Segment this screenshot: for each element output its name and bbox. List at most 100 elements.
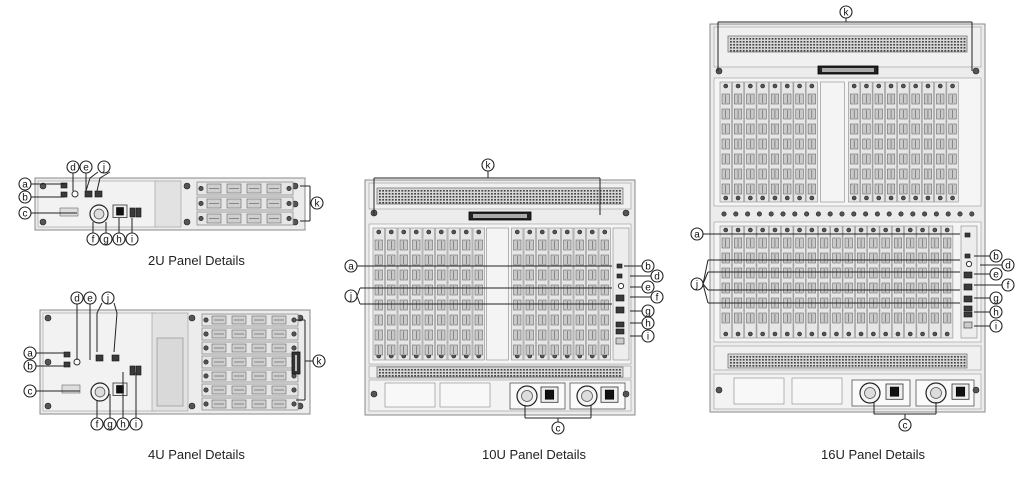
io-card [768,225,782,339]
caption-10u: 10U Panel Details [482,447,587,462]
screw [291,373,297,379]
callout-circle [90,417,104,431]
callout-circle [690,277,704,291]
blank-plate [439,382,491,408]
callout-circle [99,232,113,246]
callout-label-i: i [647,332,649,343]
usb-port [129,207,136,218]
center-divider [820,81,845,203]
blank-plate [154,180,182,228]
callout-label-a: a [694,230,700,241]
usb-port [135,207,142,218]
blank-plate [384,382,436,408]
control-strip [960,225,978,339]
screw [907,331,913,337]
network-port [95,354,104,362]
callout-label-d: d [654,272,660,283]
callout-label-k: k [317,357,323,368]
serial-port [61,384,81,394]
callout-label-i: i [135,420,137,431]
io-card [904,225,917,339]
usb-port [963,311,973,318]
screw [589,229,595,235]
callout-circle [66,160,80,174]
serial-port [615,337,625,345]
callout-circle [898,418,912,432]
screw [514,229,520,235]
screw [937,195,943,201]
callout-label-j: j [106,294,109,305]
screw [797,83,802,89]
port [63,351,71,358]
port [63,361,71,368]
usb-port [135,365,142,376]
chassis-10u [356,171,651,422]
vent-holes [730,38,966,52]
screw [937,83,943,89]
screw [188,402,196,410]
screw [888,83,894,89]
network-port [963,283,973,291]
vent-holes [379,369,621,377]
io-card [842,225,855,339]
screw [969,211,975,217]
led [965,260,973,268]
screw [972,67,980,75]
callout-circle [23,346,37,360]
screw [198,186,204,192]
callout-label-g: g [103,235,109,246]
blank-plate [156,337,184,407]
screw [874,211,880,217]
port [616,273,623,279]
screw [760,195,765,201]
vent-grille [727,353,968,369]
screw [846,227,852,233]
callout-circle [83,291,97,305]
callout-label-a: a [348,262,354,273]
io-card [941,225,954,339]
callout-label-d: d [70,163,76,174]
callout-label-c: c [556,424,561,435]
screw [797,195,802,201]
io-card [916,225,929,339]
screw [972,386,980,394]
handle-slot [473,214,527,218]
port [964,253,971,259]
callout-label-c: c [23,209,28,220]
network-port [84,190,93,198]
screw [784,331,790,337]
screw [846,331,852,337]
chassis-2u [31,171,311,233]
screw [388,229,394,235]
screw [858,227,864,233]
callout-circle [129,417,143,431]
callout-circle [79,160,93,174]
callout-circle [989,249,1003,263]
network-port [111,354,120,362]
vent-grille [376,366,624,378]
serial-port [963,321,973,329]
screw [913,195,918,201]
usb-port [615,328,625,335]
io-card [891,225,905,339]
screw [748,195,753,201]
callout-label-c: c [903,421,908,432]
screw [760,227,765,233]
leader-line [89,171,99,179]
screw [827,211,833,217]
network-port [963,295,973,303]
screw [291,387,297,393]
callout-label-c: c [28,387,33,398]
callout-label-e: e [993,270,999,281]
screw [413,229,419,235]
power-socket [955,386,966,397]
screw [809,331,815,337]
screw [871,331,876,337]
screw [376,229,382,235]
screw [451,229,457,235]
callout-circle [23,359,37,373]
callout-label-f: f [1007,281,1010,292]
screw [772,83,778,89]
screw [792,211,798,217]
